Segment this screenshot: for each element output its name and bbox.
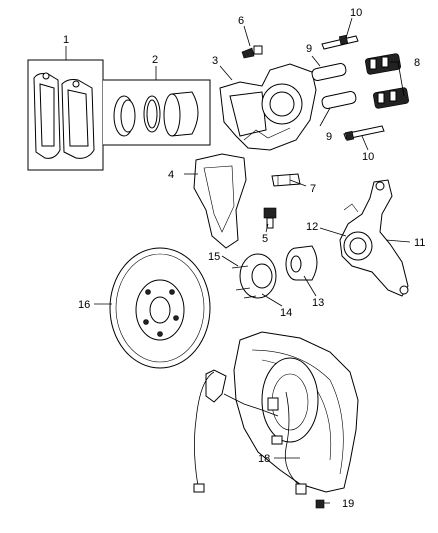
abs-sensor-harness-part [193, 369, 325, 509]
bleeder-screw-part [241, 45, 263, 59]
callout-16: 16 [78, 299, 90, 311]
caliper-adapter-part [193, 153, 247, 249]
callout-15: 15 [208, 251, 220, 263]
callout-14: 14 [280, 307, 292, 319]
callout-6: 6 [238, 15, 244, 27]
callout-19: 19 [342, 498, 354, 510]
callout-10-top: 10 [350, 7, 362, 19]
guide-sleeve-part [365, 53, 409, 109]
callout-2: 2 [152, 54, 158, 66]
brake-pads-part [27, 59, 104, 171]
steering-knuckle-part [339, 179, 409, 297]
callout-12: 12 [306, 221, 318, 233]
anti-rattle-clip-part [271, 173, 301, 187]
caliper-part [219, 63, 317, 151]
callout-1: 1 [63, 34, 69, 46]
callout-labels: 1 2 3 4 5 6 7 8 9 9 10 10 11 12 13 14 15… [63, 7, 425, 510]
caliper-piston-seal-part [103, 79, 211, 146]
callout-9-bottom: 9 [326, 131, 332, 143]
wheel-bearing-part [285, 245, 318, 281]
callout-4: 4 [168, 169, 174, 181]
callout-5: 5 [262, 233, 268, 245]
callout-9-top: 9 [306, 43, 312, 55]
callout-7: 7 [310, 183, 316, 195]
leader-lines [65, 17, 411, 504]
brake-rotor-part [109, 247, 211, 369]
splash-shield-part [233, 331, 359, 493]
callout-8: 8 [414, 57, 420, 69]
callout-11: 11 [414, 237, 425, 249]
adapter-bolt-part [263, 207, 277, 229]
callout-13: 13 [312, 297, 324, 309]
callout-3: 3 [212, 55, 218, 67]
callout-10-bottom: 10 [362, 151, 374, 163]
guide-pin-bolt-part [321, 34, 385, 141]
guide-pin-bushing-part [311, 63, 357, 109]
hub-and-studs-part [231, 253, 277, 299]
callout-18: 18 [258, 453, 270, 465]
